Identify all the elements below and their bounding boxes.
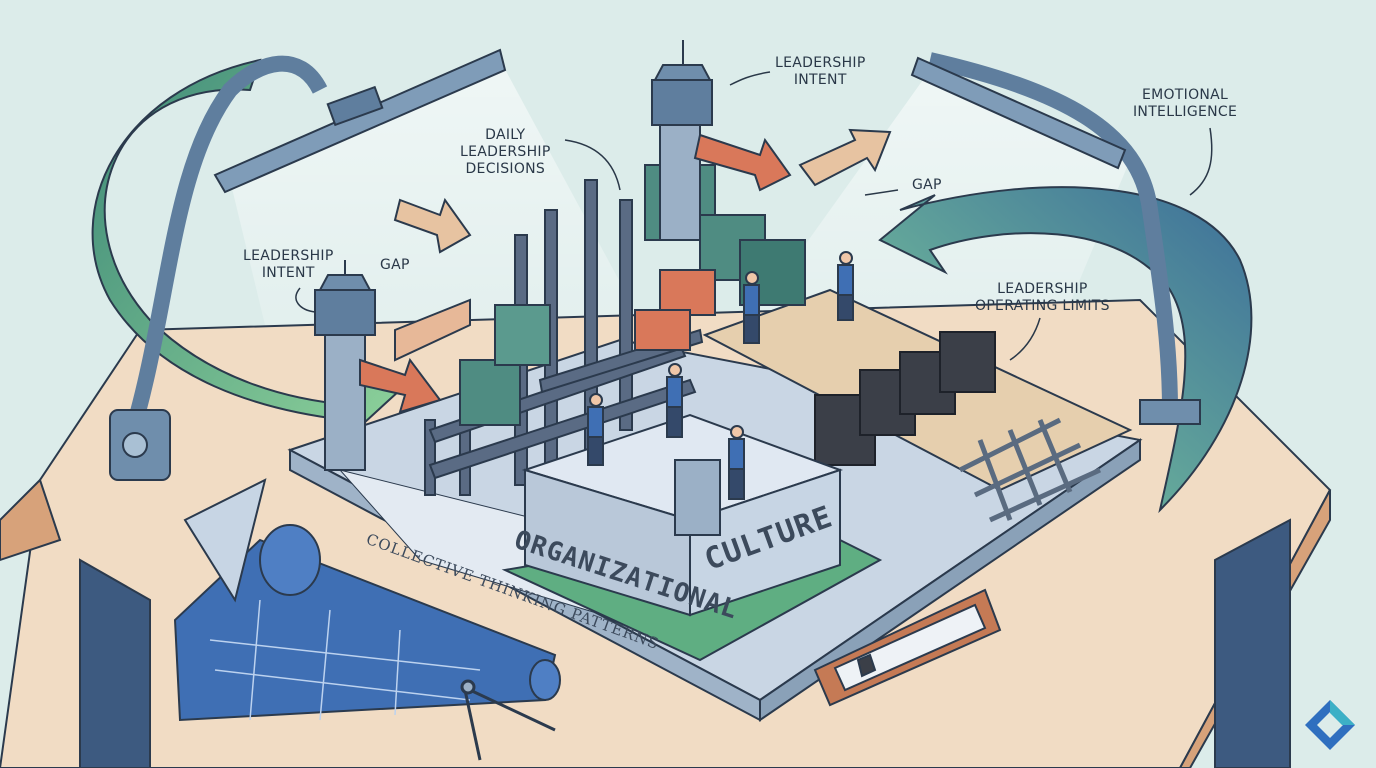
label-gap-left: GAP [380,257,410,274]
diamond-logo-icon [1305,700,1355,750]
label-daily-leadership-decisions: DAILY LEADERSHIP DECISIONS [460,127,551,178]
label-leadership-operating-limits: LEADERSHIP OPERATING LIMITS [975,281,1110,315]
label-emotional-intelligence: EMOTIONAL INTELLIGENCE [1133,87,1237,121]
label-gap-right: GAP [912,177,942,194]
label-leadership-intent-left: LEADERSHIP INTENT [243,248,334,282]
label-leadership-intent-top: LEADERSHIP INTENT [775,55,866,89]
